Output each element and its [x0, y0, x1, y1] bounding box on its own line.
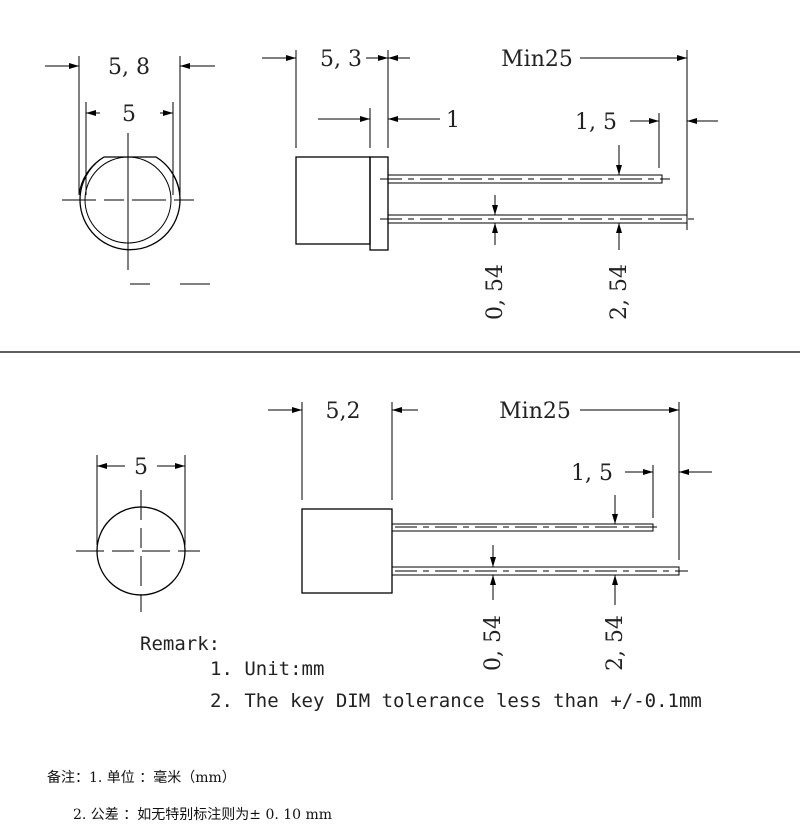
dim-body-length: 5,2: [326, 399, 361, 424]
dim-lead-pitch: 2, 54: [607, 264, 632, 320]
dim-diameter: 5: [134, 455, 148, 480]
dim-lead-dia: 0, 54: [481, 615, 506, 671]
dim-lead-offset: 1, 5: [575, 110, 617, 135]
top-front-view: 5, 8 5: [45, 55, 215, 285]
remark-title: Remark:: [140, 633, 220, 655]
note-cn-line2: 2. 公差 ：如无特别标注则为± 0. 10 mm: [73, 807, 333, 823]
remark-block: Remark: 1. Unit:mm 2. The key DIM tolera…: [140, 633, 702, 712]
top-side-view: 5, 3 Min25 1 1, 5 0, 54 2, 54: [262, 47, 718, 320]
dim-lead-pitch: 2, 54: [603, 615, 628, 671]
dim-outer-width: 5, 8: [108, 55, 150, 80]
bottom-side-view: 5,2 Min25 1, 5 0, 54 2, 54: [268, 399, 712, 671]
dim-lead-length: Min25: [499, 399, 571, 424]
bottom-front-view: 5: [76, 455, 208, 612]
remark-item: 2. The key DIM tolerance less than +/-0.…: [210, 690, 702, 712]
dim-lead-offset: 1, 5: [571, 461, 613, 486]
dim-lead-dia: 0, 54: [483, 264, 508, 320]
note-cn-line1: 备注：1. 单位 ：毫米（mm）: [47, 770, 236, 786]
remark-item: 1. Unit:mm: [210, 658, 324, 680]
dim-body-length: 5, 3: [320, 47, 362, 72]
dim-flange: 1: [446, 108, 460, 133]
dim-diameter: 5: [122, 102, 136, 127]
dim-lead-length: Min25: [501, 47, 573, 72]
